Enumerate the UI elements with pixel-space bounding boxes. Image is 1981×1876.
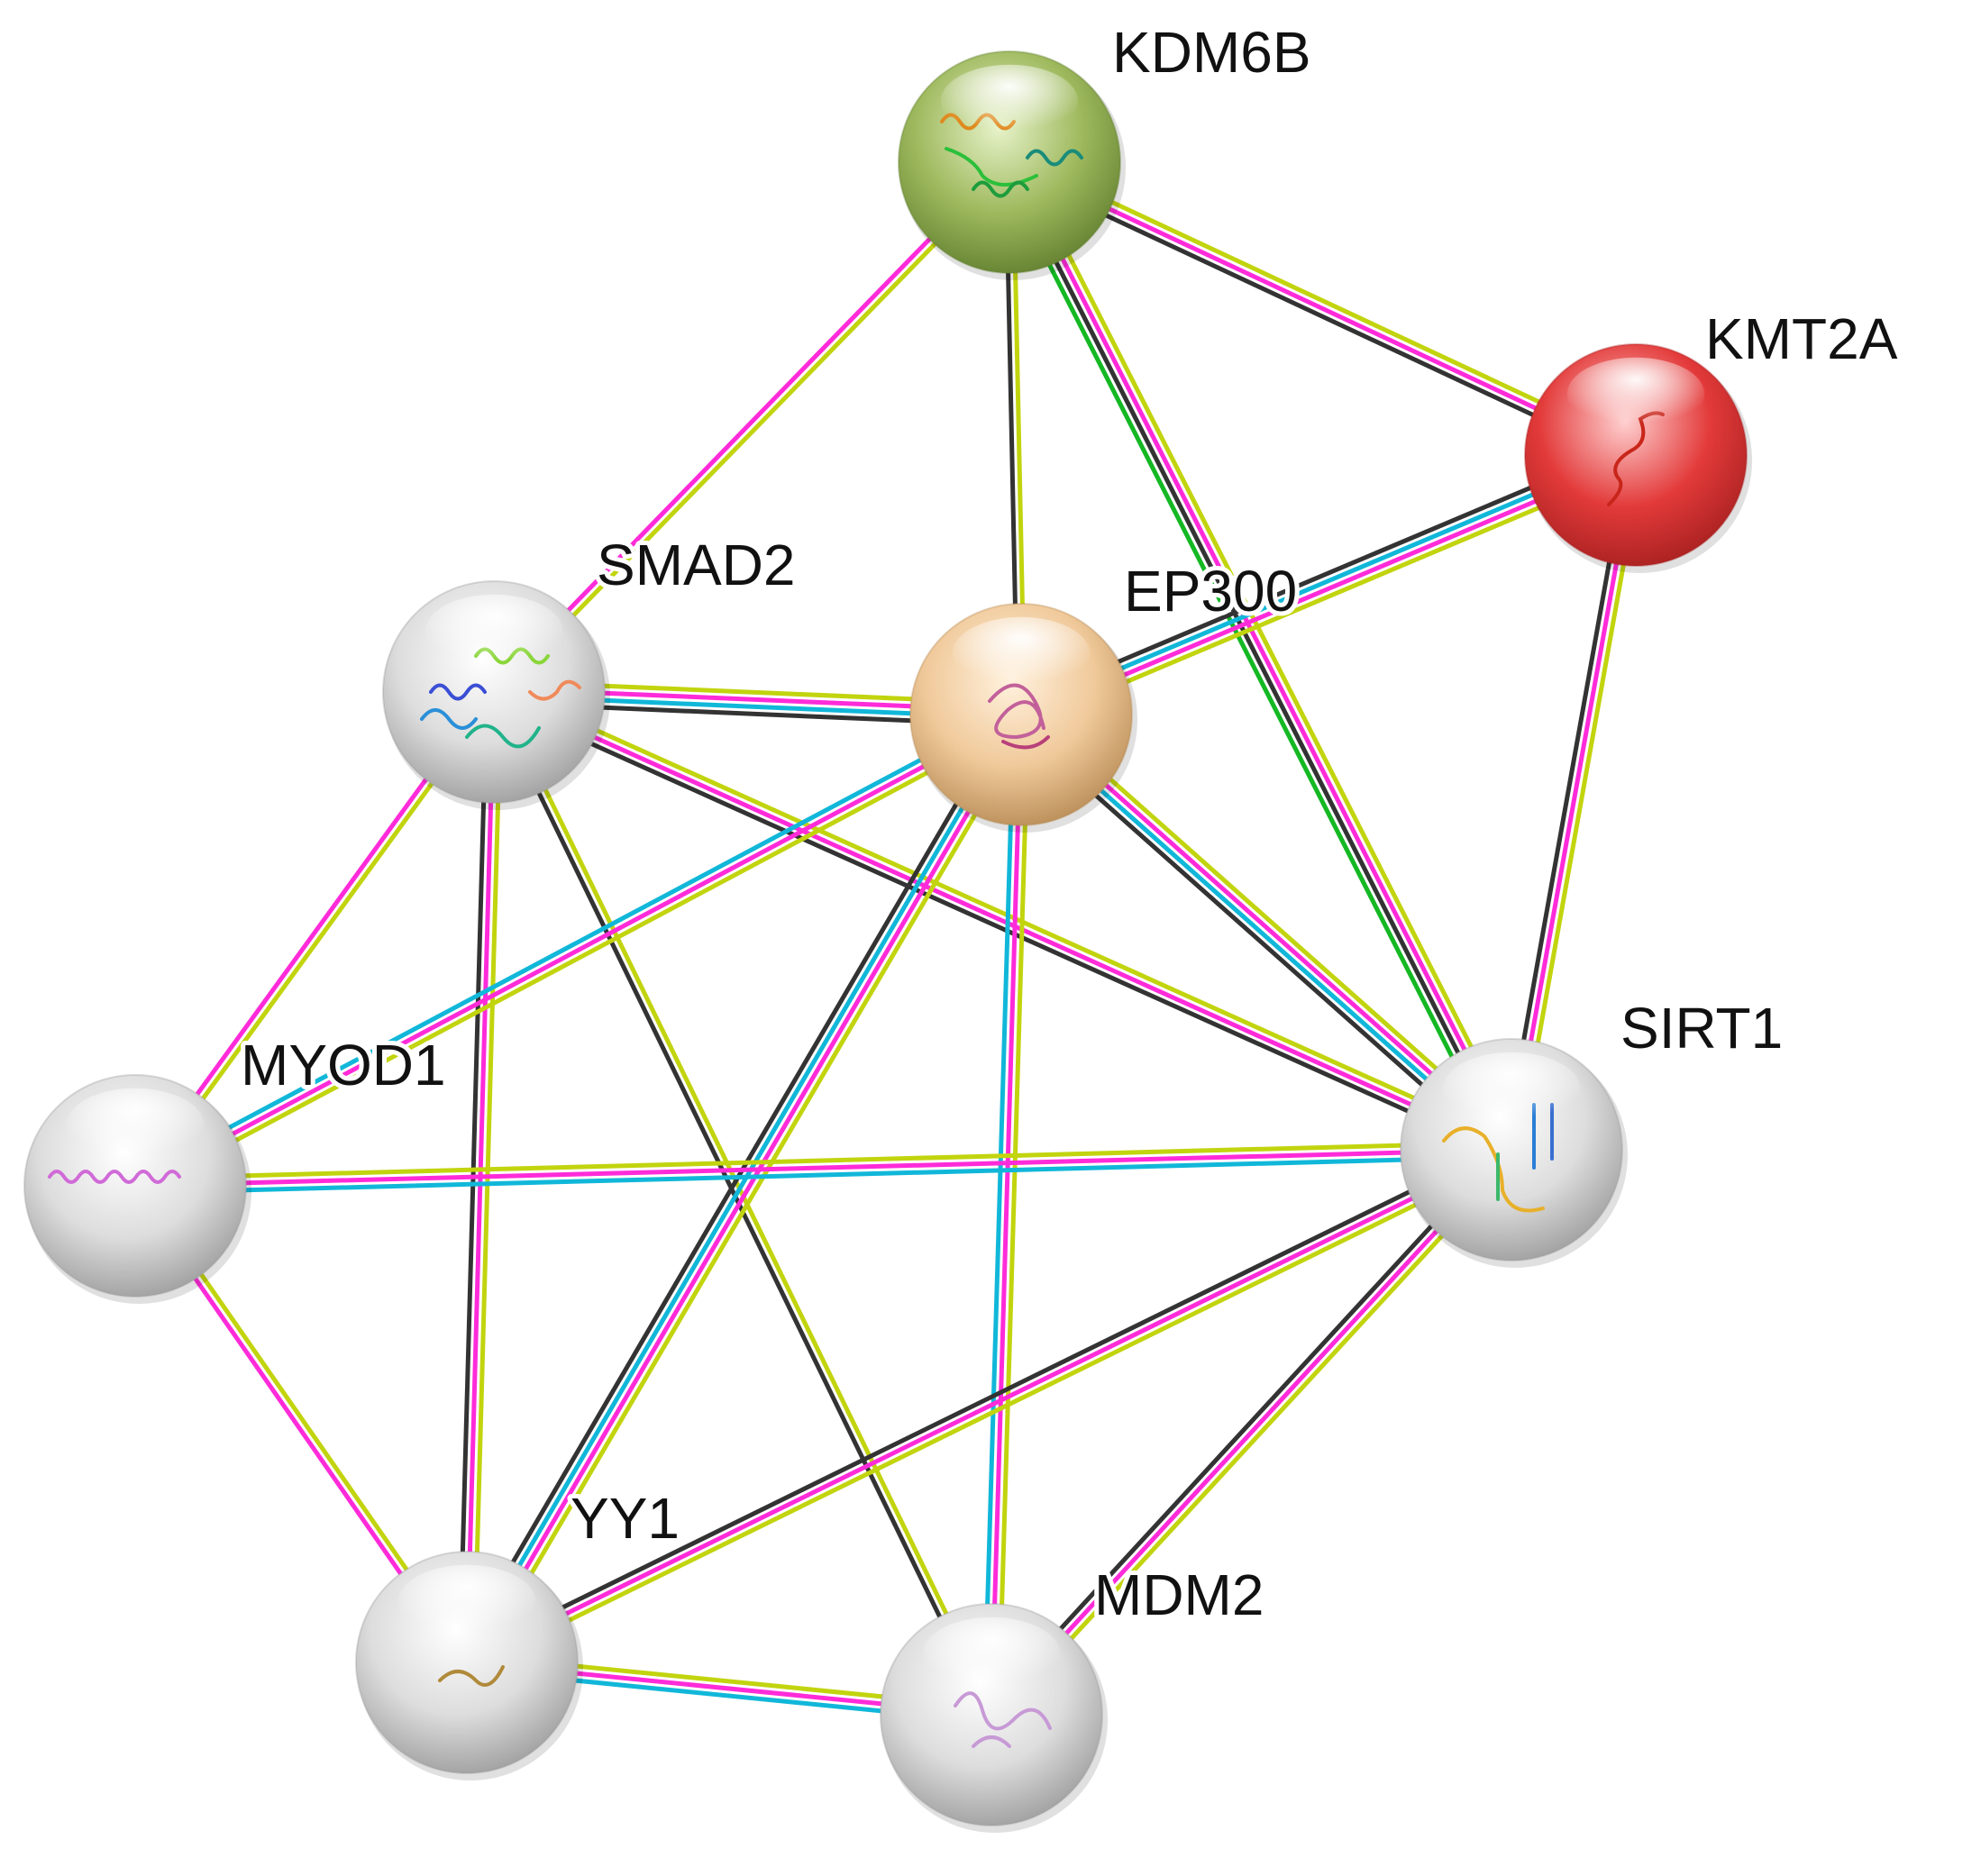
protein-structure-icon xyxy=(438,1665,505,1687)
edge-kdm6b-smad2[interactable] xyxy=(489,158,1014,697)
edge-line-experiments xyxy=(492,689,1513,1152)
edge-line-experiments xyxy=(489,158,1009,691)
edge-line-coexpression xyxy=(1016,442,1633,707)
edge-line-textmining xyxy=(1516,455,1646,1152)
edge-line-textmining xyxy=(495,689,997,1715)
edge-line-experiments xyxy=(133,712,1023,1188)
protein-structure-icon xyxy=(954,1691,1052,1748)
edge-line-coexpression xyxy=(1005,166,1634,464)
edge-line-coexpression xyxy=(1004,162,1511,1152)
edge-line-experiments xyxy=(1010,159,1517,1150)
node-highlight xyxy=(1566,357,1705,431)
node-yy1[interactable] xyxy=(355,1551,583,1780)
edge-line-databases xyxy=(461,711,1020,1662)
node-mdm2[interactable] xyxy=(880,1603,1108,1833)
edge-line-databases xyxy=(981,714,1017,1715)
edge-line-databases xyxy=(135,1154,1512,1196)
node-label-ep300: EP300 xyxy=(1124,559,1297,624)
edge-smad2-sirt1[interactable] xyxy=(489,683,1516,1159)
edge-myod1-sirt1[interactable] xyxy=(134,1140,1512,1196)
edge-line-textmining xyxy=(474,718,1033,1670)
node-sirt1[interactable] xyxy=(1400,1038,1628,1268)
edge-line-textmining xyxy=(495,163,1014,697)
edge-sirt1-yy1[interactable] xyxy=(462,1141,1516,1671)
node-myod1[interactable] xyxy=(23,1074,251,1304)
node-highlight xyxy=(1442,1052,1581,1125)
edge-kdm6b-sirt1[interactable] xyxy=(998,156,1523,1156)
edge-layer xyxy=(130,153,1646,1725)
protein-structure-icon xyxy=(48,1170,181,1184)
edge-line-experiments xyxy=(465,1147,1513,1665)
node-highlight xyxy=(424,594,563,668)
node-highlight xyxy=(952,616,1091,690)
node-ep300[interactable] xyxy=(909,603,1137,833)
node-label-myod1: MYOD1 xyxy=(241,1033,446,1097)
edge-kmt2a-ep300[interactable] xyxy=(1016,442,1641,727)
node-label-kmt2a: KMT2A xyxy=(1705,306,1898,371)
edge-sirt1-mdm2[interactable] xyxy=(984,1143,1519,1722)
node-highlight xyxy=(66,1088,205,1161)
edge-line-experiments xyxy=(134,1147,1512,1188)
edge-line-coexpression xyxy=(489,697,1510,1159)
edge-smad2-mdm2[interactable] xyxy=(488,689,997,1717)
edge-line-experiments xyxy=(1021,456,1639,720)
edge-line-experiments xyxy=(1008,159,1638,458)
edge-line-textmining xyxy=(496,683,1516,1145)
node-highlight xyxy=(397,1564,536,1638)
edge-ep300-myod1[interactable] xyxy=(131,706,1026,1195)
edge-line-textmining xyxy=(1024,462,1641,727)
edge-line-textmining xyxy=(469,1153,1516,1671)
edge-kmt2a-sirt1[interactable] xyxy=(1502,453,1646,1152)
node-label-sirt1: SIRT1 xyxy=(1620,996,1783,1061)
node-smad2[interactable] xyxy=(382,580,610,810)
node-label-kdm6b: KDM6B xyxy=(1112,20,1311,85)
node-kdm6b[interactable] xyxy=(898,50,1126,280)
edge-line-textmining xyxy=(1011,153,1640,451)
edge-line-databases xyxy=(1018,450,1636,714)
edge-line-experiments xyxy=(468,715,1027,1666)
edge-line-coexpression xyxy=(455,707,1014,1659)
edge-line-textmining xyxy=(1017,156,1523,1146)
edge-line-experiments xyxy=(1509,454,1639,1151)
edge-line-textmining xyxy=(995,1152,1519,1722)
edge-line-coexpression xyxy=(462,1141,1510,1659)
node-kmt2a[interactable] xyxy=(1524,343,1752,573)
edge-line-experiments xyxy=(989,714,1024,1716)
node-highlight xyxy=(940,64,1079,138)
node-layer xyxy=(23,50,1752,1833)
protein-structure-icon xyxy=(1442,1103,1554,1213)
edge-line-textmining xyxy=(137,718,1026,1195)
edge-ep300-mdm2[interactable] xyxy=(981,714,1031,1716)
edge-kdm6b-kmt2a[interactable] xyxy=(1005,153,1640,464)
edge-line-textmining xyxy=(134,1140,1511,1181)
edge-line-textmining xyxy=(996,715,1031,1716)
node-label-smad2: SMAD2 xyxy=(597,533,796,597)
node-label-yy1: YY1 xyxy=(571,1486,680,1551)
edge-ep300-yy1[interactable] xyxy=(455,707,1033,1670)
edge-line-coexpression xyxy=(984,1143,1508,1712)
edge-line-experiments xyxy=(990,1148,1513,1717)
edge-line-coexpression xyxy=(1502,453,1631,1150)
node-label-mdm2: MDM2 xyxy=(1094,1562,1264,1627)
edge-line-neighborhood xyxy=(998,166,1504,1156)
node-highlight xyxy=(922,1616,1061,1690)
edge-line-databases xyxy=(131,706,1019,1182)
